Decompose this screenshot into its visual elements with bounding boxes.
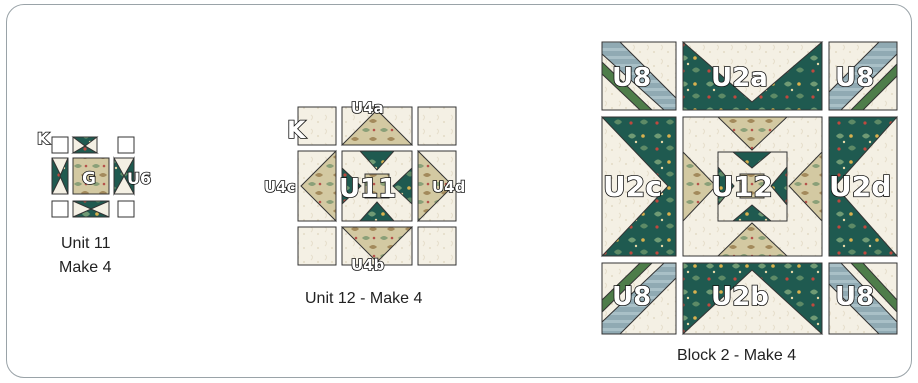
u11-corner-tr	[118, 137, 134, 153]
u11-label-k: K	[37, 129, 50, 148]
u11-corner-br	[118, 201, 134, 217]
u12-label-u11: U11	[339, 174, 396, 204]
u11-left-hst	[52, 158, 68, 194]
u12-label-u4d: U4d	[432, 178, 465, 196]
u11-bottom-hst	[73, 201, 109, 217]
u12-label-u4b: U4b	[351, 256, 385, 274]
u12-corner-br	[418, 227, 456, 265]
u11-label-g: G	[82, 169, 96, 189]
u12-corner-bl	[298, 227, 336, 265]
u12-corner-tr	[418, 107, 456, 145]
b2-label-u8-tr: U8	[835, 63, 874, 93]
b2-label-u2b: U2b	[711, 282, 769, 312]
b2-label-u12: U12	[711, 170, 773, 203]
b2-label-u8-bl: U8	[612, 282, 651, 312]
b2-label-u8-br: U8	[835, 282, 874, 312]
b2-label-u2a: U2a	[711, 63, 768, 93]
u12-label-k: K	[287, 116, 307, 144]
unit-11-caption-line1: Unit 11	[61, 235, 111, 252]
u11-corner-tl	[52, 137, 68, 153]
u12-label-u4a: U4a	[351, 99, 384, 117]
u11-top-hst	[73, 137, 97, 153]
u12-label-u4c: U4c	[264, 178, 296, 196]
b2-label-u2c: U2c	[603, 170, 662, 203]
unit-12-caption: Unit 12 - Make 4	[305, 290, 422, 307]
u11-label-u6: U6	[127, 169, 151, 188]
b2-label-u2d: U2d	[829, 170, 891, 203]
unit-11-caption-line2: Make 4	[59, 259, 112, 276]
u12-left-flying-geese	[298, 151, 336, 221]
u11-corner-bl	[52, 201, 68, 217]
b2-label-u8-tl: U8	[612, 63, 651, 93]
block-2-caption: Block 2 - Make 4	[677, 347, 796, 364]
